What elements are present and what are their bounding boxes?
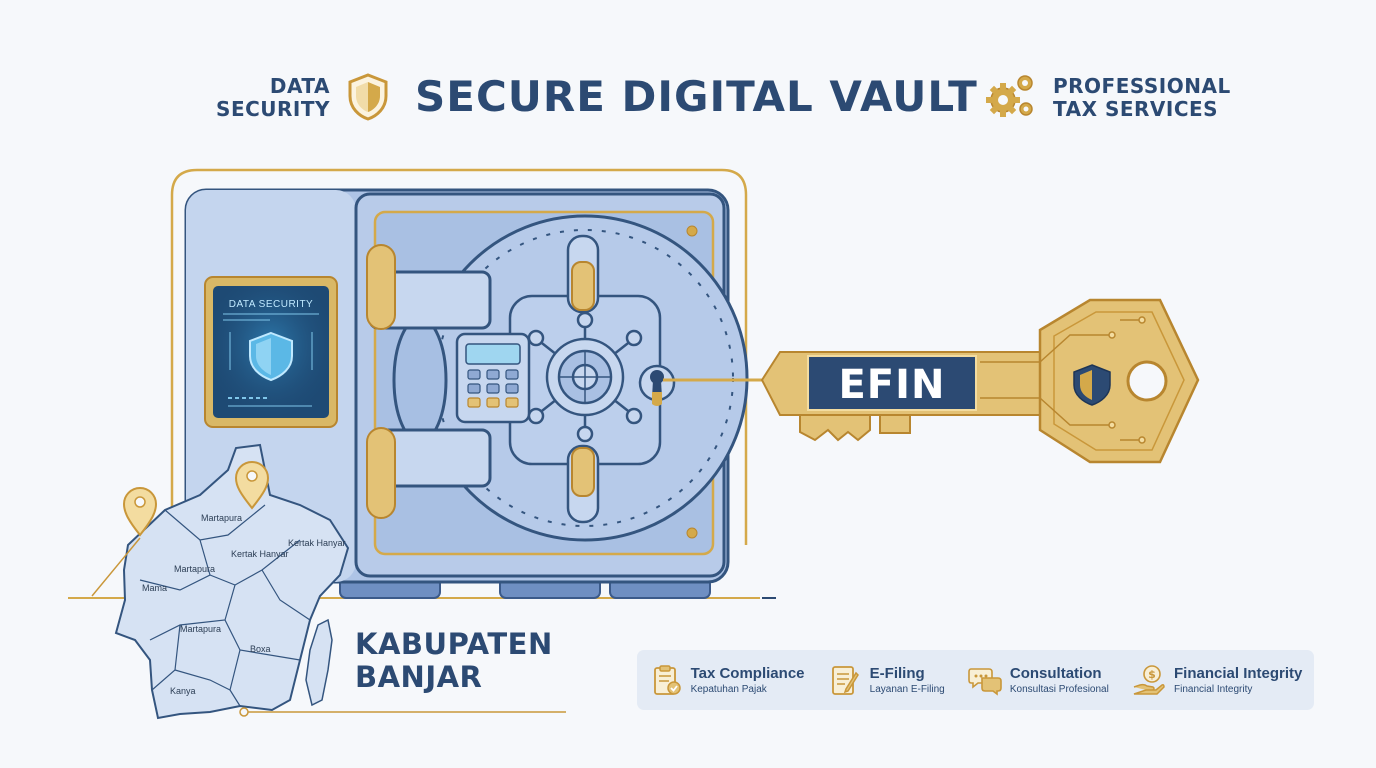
professional-tax-tag: PROFESSIONAL TAX SERVICES — [1053, 75, 1253, 121]
hand-coin-icon: $ — [1133, 665, 1165, 695]
region-label-line1: KABUPATEN — [355, 627, 553, 661]
service-title: Tax Compliance — [690, 665, 805, 682]
data-security-tag-line2: SECURITY — [216, 97, 330, 121]
map-label-martapura-1: Martapura — [201, 513, 242, 523]
data-security-tag: DATA SECURITY — [200, 75, 330, 121]
banjar-map — [91, 443, 566, 720]
professional-tax-tag-line1: PROFESSIONAL — [1053, 74, 1231, 98]
efin-label: EFIN — [838, 362, 945, 408]
service-subtitle: Layanan E-Filing — [869, 684, 945, 695]
efin-key — [760, 298, 1200, 464]
service-subtitle: Financial Integrity — [1174, 684, 1253, 695]
map-label-martapura-3: Martapura — [180, 624, 221, 634]
screen-label: DATA SECURITY — [229, 299, 313, 310]
svg-text:$: $ — [1148, 668, 1156, 681]
service-e-filing: E-Filing Layanan E-Filing — [828, 663, 945, 697]
keyhole — [638, 364, 676, 406]
keypad — [455, 332, 531, 424]
page-title: SECURE DIGITAL VAULT — [415, 72, 978, 121]
service-tax-compliance: Tax Compliance Kepatuhan Pajak — [649, 663, 805, 697]
map-label-kanya: Kanya — [170, 686, 196, 696]
chat-bubbles-icon — [968, 668, 1002, 696]
services-bar: Tax Compliance Kepatuhan Pajak E-Filing … — [637, 650, 1314, 710]
document-pen-icon — [831, 666, 859, 695]
service-title: E-Filing — [869, 665, 925, 682]
gears-icon — [986, 75, 1033, 117]
service-financial-integrity: $ Financial Integrity Financial Integrit… — [1132, 663, 1302, 697]
region-label-line2: BANJAR — [355, 660, 483, 694]
security-screen — [204, 276, 338, 428]
map-label-kertak-2: Kertak Hanyar — [288, 538, 346, 548]
map-label-boxa: Boxa — [250, 644, 271, 654]
clipboard-check-icon — [653, 665, 681, 695]
handle-wheel — [527, 311, 643, 443]
door-hinges — [366, 244, 492, 519]
professional-tax-tag-line2: TAX SERVICES — [1053, 97, 1219, 121]
region-label: KABUPATEN BANJAR — [355, 628, 585, 694]
shield-icon — [348, 73, 388, 121]
service-title: Financial Integrity — [1174, 665, 1303, 682]
gold-frame — [170, 168, 748, 545]
service-title: Consultation — [1009, 665, 1102, 682]
service-subtitle: Konsultasi Profesional — [1009, 684, 1109, 695]
map-label-kertak-1: Kertak Hanyar — [231, 549, 289, 559]
service-subtitle: Kepatuhan Pajak — [690, 684, 767, 695]
service-consultation: Consultation Konsultasi Profesional — [968, 663, 1109, 697]
data-security-tag-line1: DATA — [269, 74, 330, 98]
door-bolts — [566, 234, 600, 524]
map-label-mama: Mama — [142, 583, 167, 593]
map-label-martapura-2: Martapura — [174, 564, 215, 574]
